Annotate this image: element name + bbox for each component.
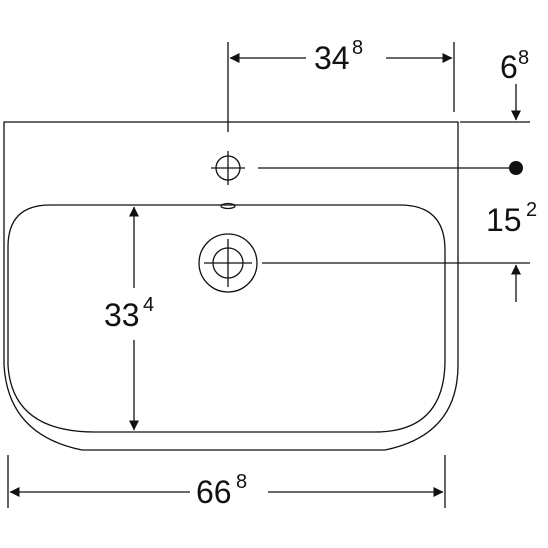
overflow-slot xyxy=(220,202,236,210)
svg-text:8: 8 xyxy=(236,471,247,493)
svg-text:2: 2 xyxy=(526,199,537,221)
dimension-label-width: 66 8 xyxy=(196,471,247,510)
dimension-label-rim: 6 8 xyxy=(500,47,529,85)
dimension-label-tap-offset: 34 8 xyxy=(314,37,363,76)
waste-outlet xyxy=(198,233,258,293)
reference-dot xyxy=(509,161,523,175)
svg-text:6: 6 xyxy=(500,49,518,85)
svg-text:4: 4 xyxy=(143,294,154,316)
svg-text:8: 8 xyxy=(518,47,529,69)
svg-text:34: 34 xyxy=(314,40,350,76)
svg-text:8: 8 xyxy=(352,37,363,59)
dimension-label-bowl-depth: 33 4 xyxy=(104,294,154,333)
tap-hole xyxy=(211,151,245,185)
svg-text:15: 15 xyxy=(486,202,522,238)
basin-outline xyxy=(3,121,459,451)
svg-text:66: 66 xyxy=(196,474,232,510)
svg-text:33: 33 xyxy=(104,297,140,333)
basin-bowl xyxy=(7,204,446,433)
dimension-label-tap-waste: 15 2 xyxy=(486,199,537,238)
